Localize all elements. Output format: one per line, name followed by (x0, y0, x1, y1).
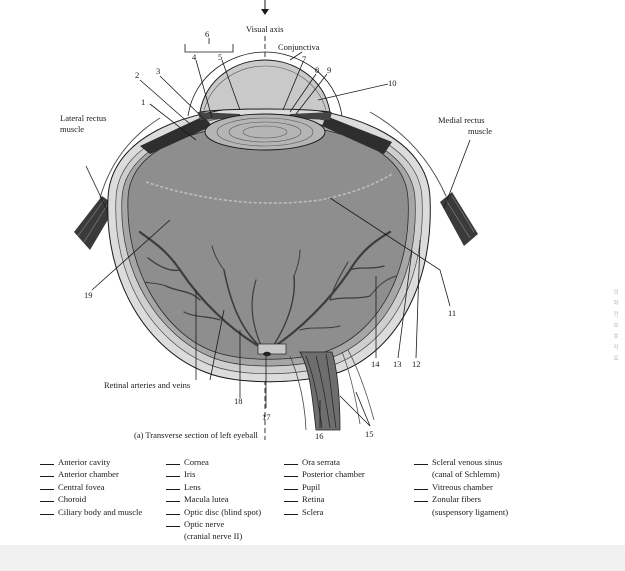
optic-disc (257, 343, 287, 357)
legend-item: Lens (166, 481, 261, 493)
watermark-side-text: 의 학 전 보 호 자 료 (613, 290, 619, 362)
cornea (199, 59, 331, 113)
legend-column-2: Cornea Iris Lens Macula lutea Optic disc… (166, 456, 261, 543)
leader-lines (85, 38, 471, 428)
figure-caption: (a) Transverse section of left eyeball (134, 430, 259, 440)
legend-item: Ciliary body and muscle (40, 506, 142, 518)
label-2: 2 (135, 70, 139, 80)
medial-rectus-label-line2: muscle (468, 126, 492, 136)
answer-blank[interactable] (166, 488, 180, 490)
lateral-rectus-muscle (74, 117, 161, 250)
legend-item: Central fovea (40, 481, 142, 493)
answer-blank[interactable] (166, 526, 180, 528)
answer-blank[interactable] (40, 501, 54, 503)
ciliary-body-iris (140, 112, 392, 154)
legend-item: Macula lutea (166, 493, 261, 505)
label-17: 17 (262, 412, 271, 422)
legend-item: Retina (284, 493, 365, 505)
label-12: 12 (412, 359, 421, 369)
eyeball-diagram: Visual axis Conjunctiva Lateral rectus m… (60, 0, 492, 441)
answer-blank[interactable] (414, 464, 428, 465)
lateral-rectus-label-line2: muscle (60, 124, 84, 134)
retinal-vessels-label: Retinal arteries and veins (104, 380, 190, 390)
label-16: 16 (315, 431, 324, 441)
legend-column-1: Anterior cavity Anterior chamber Central… (40, 456, 142, 518)
answer-blank[interactable] (284, 476, 298, 478)
answer-blank[interactable] (166, 501, 180, 503)
conjunctiva (187, 51, 343, 117)
label-7: 7 (302, 54, 306, 64)
legend-item: Ora serrata (284, 456, 365, 468)
label-13: 13 (393, 359, 402, 369)
legend-item: Choroid (40, 493, 142, 505)
legend-column-4: Scleral venous sinus(canal of Schlemm) V… (414, 456, 508, 518)
legend-item: Optic nerve(cranial nerve II) (166, 518, 261, 543)
lens (204, 113, 326, 151)
label-19: 19 (84, 290, 93, 300)
legend-item: Zonular fibers(suspensory ligament) (414, 493, 508, 518)
label-14: 14 (371, 359, 380, 369)
legend-item: Vitreous chamber (414, 481, 508, 493)
label-1: 1 (141, 97, 145, 107)
legend-item: Pupil (284, 481, 365, 493)
legend-item: Optic disc (blind spot) (166, 506, 261, 518)
answer-blank[interactable] (40, 464, 54, 465)
vitreous-chamber (127, 123, 409, 360)
label-6: 6 (205, 29, 209, 39)
medial-rectus-muscle (369, 111, 478, 246)
answer-blank[interactable] (40, 476, 54, 478)
answer-blank[interactable] (414, 501, 428, 503)
answer-blank[interactable] (166, 464, 180, 465)
label-18: 18 (234, 396, 243, 406)
retinal-vessels (135, 230, 397, 350)
legend-item: Cornea (166, 456, 261, 468)
label-10: 10 (388, 78, 397, 88)
conjunctiva-label: Conjunctiva (278, 42, 320, 52)
optic-nerve (289, 349, 375, 431)
answer-blank[interactable] (166, 476, 180, 478)
label-9: 9 (327, 65, 331, 75)
answer-blank[interactable] (414, 488, 428, 490)
answer-blank[interactable] (284, 513, 298, 515)
label-5: 5 (218, 52, 222, 62)
medial-rectus-label-line1: Medial rectus (438, 115, 485, 125)
answer-blank[interactable] (166, 513, 180, 515)
answer-blank[interactable] (284, 488, 298, 490)
bottom-bar (0, 545, 625, 571)
answer-blank[interactable] (40, 488, 54, 490)
answer-blank[interactable] (284, 501, 298, 503)
legend-item: Iris (166, 468, 261, 480)
label-4: 4 (192, 52, 197, 62)
legend-item: Sclera (284, 506, 365, 518)
answer-blank[interactable] (284, 464, 298, 465)
answer-blank[interactable] (40, 513, 54, 515)
legend-item: Anterior cavity (40, 456, 142, 468)
legend-item: Anterior chamber (40, 468, 142, 480)
visual-axis-label: Visual axis (246, 24, 284, 34)
legend-item: Posterior chamber (284, 468, 365, 480)
label-8: 8 (315, 65, 319, 75)
label-3: 3 (156, 66, 160, 76)
label-15: 15 (365, 429, 374, 439)
lateral-rectus-label-line1: Lateral rectus (60, 113, 106, 123)
label-11: 11 (448, 308, 456, 318)
legend-column-3: Ora serrata Posterior chamber Pupil Reti… (284, 456, 365, 518)
legend-item: Scleral venous sinus(canal of Schlemm) (414, 456, 508, 481)
